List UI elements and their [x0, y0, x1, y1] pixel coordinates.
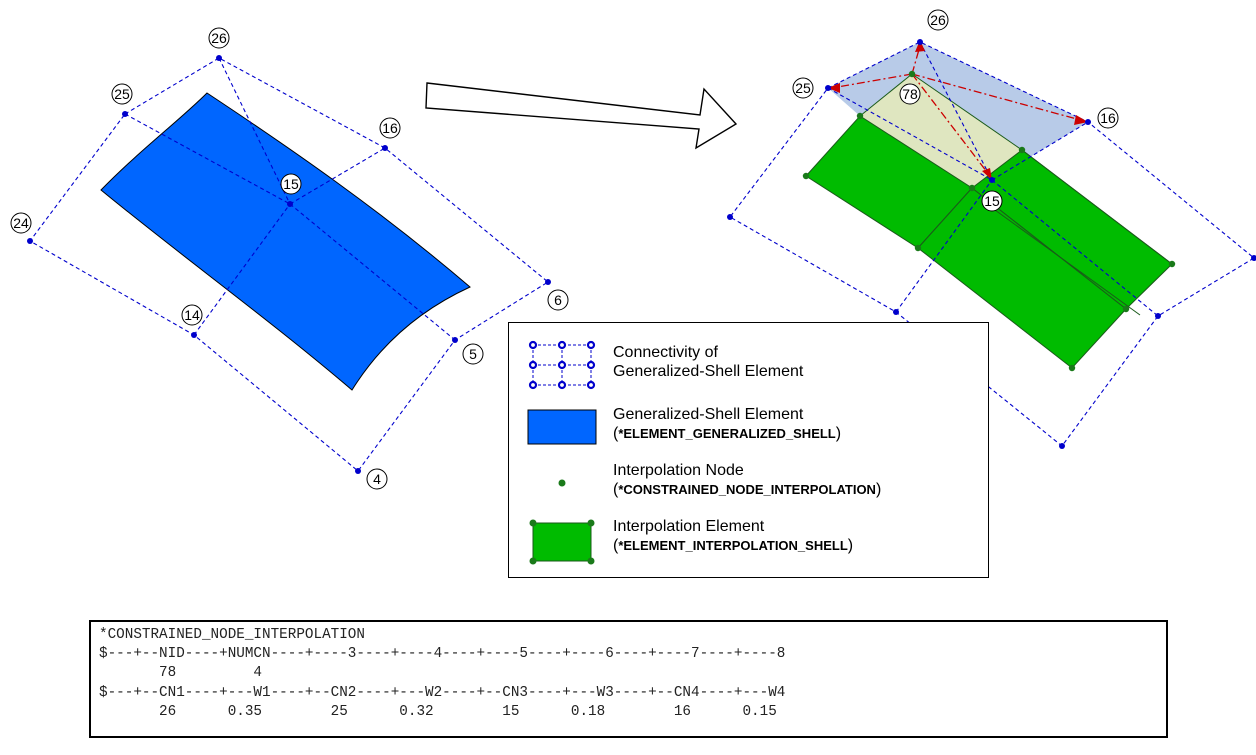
node-label: 16 — [1100, 110, 1116, 126]
node-label: 5 — [469, 346, 477, 362]
left-nodes — [27, 55, 551, 474]
card-line-header-1: $---+--NID----+NUMCN----+----3----+----4… — [99, 646, 786, 663]
card-line-keyword: *CONSTRAINED_NODE_INTERPOLATION — [99, 627, 365, 643]
right-connectivity-lines — [729, 41, 1255, 447]
node — [216, 55, 222, 61]
right-node-labels: 26 25 78 16 15 — [792, 9, 1119, 212]
gshell-swatch-icon — [527, 409, 597, 445]
node — [122, 111, 128, 117]
node-label: 16 — [382, 120, 398, 136]
left-node-labels: 26 25 16 15 24 14 6 5 4 — [10, 27, 569, 490]
card-line-header-2: $---+--CN1----+---W1----+--CN2----+---W2… — [99, 684, 786, 701]
node-label: 14 — [184, 307, 200, 323]
node-label: 26 — [211, 30, 227, 46]
interp-element-icon — [529, 519, 595, 565]
right-nodes — [727, 39, 1256, 449]
block-arrow-icon — [425, 82, 738, 150]
legend-label-ielem: Interpolation Element (*ELEMENT_INTERPOL… — [613, 518, 854, 554]
node — [382, 145, 388, 151]
node-label: 26 — [930, 12, 946, 28]
legend-label-connectivity: Connectivity of Generalized-Shell Elemen… — [613, 344, 804, 380]
legend-row-gshell: Generalized-Shell Element (*ELEMENT_GENE… — [509, 403, 988, 451]
interp-node-icon — [558, 479, 566, 487]
right-model: 26 25 78 16 15 — [727, 9, 1256, 449]
card-line-values-1: 78 4 — [99, 665, 263, 682]
node — [27, 238, 33, 244]
node — [355, 468, 361, 474]
card-line-values-2: 26 0.35 25 0.32 15 0.18 16 0.15 — [99, 703, 777, 720]
node-label: 4 — [373, 471, 381, 487]
diagram-canvas: 26 25 16 15 24 14 6 5 4 — [10, 9, 1256, 490]
interpolation-nodes — [802, 70, 1176, 372]
node-label: 6 — [554, 292, 562, 308]
legend-row-connectivity: Connectivity of Generalized-Shell Elemen… — [509, 337, 988, 397]
node — [452, 337, 458, 343]
legend: Connectivity of Generalized-Shell Elemen… — [508, 322, 989, 578]
connectivity-grid-icon — [528, 340, 596, 390]
node — [545, 279, 551, 285]
node — [191, 332, 197, 338]
interpolation-elements — [805, 115, 1173, 369]
legend-row-ielem: Interpolation Element (*ELEMENT_INTERPOL… — [509, 515, 988, 569]
node-label: 15 — [283, 176, 299, 192]
legend-label-gshell: Generalized-Shell Element (*ELEMENT_GENE… — [613, 406, 842, 442]
interpolation-arrows — [831, 45, 1085, 177]
node-label: 25 — [795, 80, 811, 96]
legend-row-inode: Interpolation Node (*CONSTRAINED_NODE_IN… — [509, 459, 988, 507]
node — [287, 201, 293, 207]
legend-label-inode: Interpolation Node (*CONSTRAINED_NODE_IN… — [613, 462, 882, 498]
left-model: 26 25 16 15 24 14 6 5 4 — [10, 27, 569, 490]
arrowheads — [828, 40, 1088, 180]
shaded-region-tan — [860, 74, 1022, 188]
node-label: 24 — [13, 215, 29, 231]
keyword-card: *CONSTRAINED_NODE_INTERPOLATION $---+--N… — [89, 620, 1168, 738]
node-label: 15 — [984, 193, 1000, 209]
node-label: 25 — [114, 86, 130, 102]
generalized-shell-surface — [100, 92, 471, 391]
node-label: 78 — [902, 86, 918, 102]
